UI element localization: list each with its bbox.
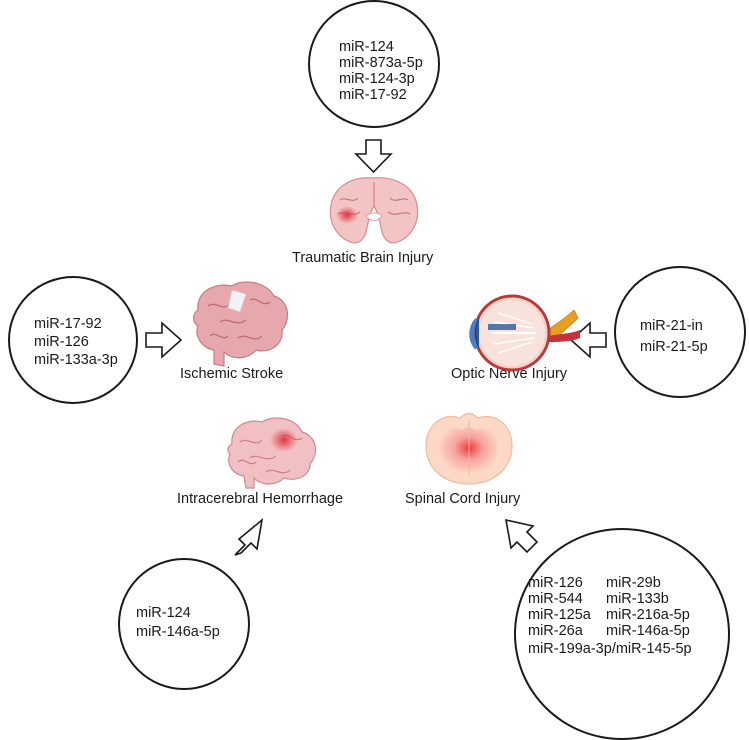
arrow-up-right-icon: [234, 518, 264, 556]
sci-mirna-list-left: miR-126 miR-544 miR-125a miR-26a: [528, 575, 591, 639]
optic-label: Optic Nerve Injury: [451, 366, 568, 382]
stroke-mirna-list: miR-17-92 miR-126 miR-133a-3p: [34, 315, 118, 369]
sci-mirna-list-right: miR-29b miR-133b miR-216a-5p miR-146a-5p: [606, 575, 690, 639]
arrow-right-icon: [145, 321, 183, 359]
sci-mirna-circle: [514, 528, 730, 740]
ich-label: Intracerebral Hemorrhage: [177, 491, 344, 507]
sci-mirna-bottom: miR-199a-3p/miR-145-5p: [528, 641, 692, 657]
arrow-up-left-icon: [505, 518, 539, 554]
tbi-mirna-list: miR-124 miR-873a-5p miR-124-3p miR-17-92: [339, 39, 423, 103]
sci-label: Spinal Cord Injury: [405, 491, 521, 507]
optic-mirna-circle: [614, 266, 746, 398]
brain-icon: [192, 281, 289, 367]
mirna-item: miR-133b: [606, 591, 669, 607]
mirna-item: miR-124: [339, 39, 394, 55]
mirna-item: miR-17-92: [339, 87, 407, 103]
arrow-down-icon: [354, 139, 393, 174]
mirna-item: miR-146a-5p: [606, 623, 690, 639]
stroke-mirna-circle: [8, 276, 138, 404]
mirna-item: miR-124-3p: [339, 71, 415, 87]
mirna-item: miR-544: [528, 591, 583, 607]
mirna-item: miR-21-in: [640, 318, 703, 334]
mirna-item: miR-125a: [528, 607, 591, 623]
mirna-item: miR-146a-5p: [136, 624, 220, 640]
eye-cross-section-icon: [469, 294, 580, 372]
mirna-item: miR-17-92: [34, 316, 102, 332]
mirna-item: miR-873a-5p: [339, 55, 423, 71]
tbi-mirna-circle: [308, 0, 440, 128]
stroke-label: Ischemic Stroke: [180, 366, 284, 382]
mirna-item: miR-126: [528, 575, 583, 591]
mirna-item: miR-26a: [528, 623, 583, 639]
ich-mirna-circle: [118, 558, 250, 690]
mirna-item: miR-133a-3p: [34, 352, 118, 368]
brain-coronal-section-icon: [329, 177, 419, 244]
mirna-item: miR-21-5p: [640, 339, 708, 355]
brain-hemorrhage-icon: [227, 417, 317, 489]
mirna-item: miR-216a-5p: [606, 607, 690, 623]
spinal-cord-section-icon: [425, 412, 513, 485]
tbi-label: Traumatic Brain Injury: [292, 250, 434, 266]
ich-mirna-list: miR-124 miR-146a-5p: [136, 604, 220, 642]
mirna-item: miR-124: [136, 605, 191, 621]
mirna-item: miR-29b: [606, 575, 661, 591]
arrow-left-icon: [569, 321, 607, 359]
mirna-item: miR-126: [34, 334, 89, 350]
optic-mirna-list: miR-21-in miR-21-5p: [640, 316, 708, 358]
